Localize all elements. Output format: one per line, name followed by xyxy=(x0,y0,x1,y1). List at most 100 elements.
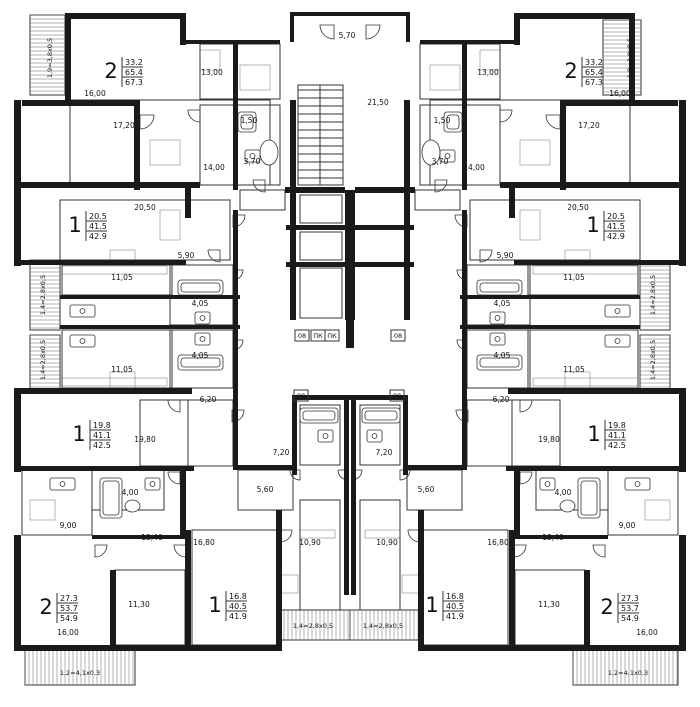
room-area-label: 9,00 xyxy=(60,521,77,530)
sink-drain xyxy=(79,338,86,344)
sink-drain xyxy=(634,481,641,487)
bearing-wall xyxy=(508,388,686,394)
door-swing xyxy=(173,544,187,558)
plumbing-fixtures xyxy=(49,111,651,519)
room-area-label: 16,80 xyxy=(193,538,215,547)
bearing-wall xyxy=(406,12,410,42)
bearing-wall xyxy=(514,13,520,45)
bearing-wall xyxy=(14,188,21,266)
sink-drain xyxy=(494,336,501,342)
room-area-label: 13,40 xyxy=(542,533,564,542)
door-swing xyxy=(545,114,561,130)
bearing-wall xyxy=(14,260,186,265)
bearing-wall xyxy=(235,465,295,470)
bathtub-basin xyxy=(580,480,598,516)
room-area-label: 16,00 xyxy=(84,89,106,98)
room-area-label: 14,00 xyxy=(463,163,485,172)
bearing-wall xyxy=(134,100,140,190)
bearing-wall xyxy=(350,190,355,320)
door-swing xyxy=(94,544,108,558)
room-area-label: 14,00 xyxy=(203,163,225,172)
furniture-piece xyxy=(109,371,136,389)
room-area-label: 11,30 xyxy=(128,600,150,609)
furniture-piece xyxy=(644,499,671,521)
partition xyxy=(139,399,189,467)
shaft-tag-label: 08 xyxy=(394,332,402,340)
bearing-wall xyxy=(560,100,566,190)
balcony-area-label: 1,4=2,8x0,5 xyxy=(39,340,47,380)
partition xyxy=(419,104,501,186)
bearing-wall xyxy=(460,325,640,329)
shaft-tag-label: ПК xyxy=(313,332,323,340)
bearing-wall xyxy=(14,466,194,471)
room-area-label: 5,90 xyxy=(178,251,195,260)
bearing-wall xyxy=(354,262,414,267)
bearing-wall xyxy=(404,190,410,320)
bearing-wall xyxy=(403,395,408,475)
bearing-wall xyxy=(60,295,240,299)
room-area-label: 11,05 xyxy=(563,273,585,282)
room-area-label: 4,05 xyxy=(192,299,209,308)
partition xyxy=(239,189,286,211)
sink-drain xyxy=(59,481,66,487)
furniture-piece xyxy=(29,499,56,521)
bearing-wall xyxy=(506,466,686,471)
balcony-hatching xyxy=(24,14,679,686)
furniture-piece xyxy=(532,377,639,387)
bearing-wall xyxy=(290,12,294,42)
bearing-wall xyxy=(584,570,590,650)
door-swing xyxy=(167,471,181,485)
partition xyxy=(466,399,513,467)
shaft-tag-label: 08 xyxy=(298,332,306,340)
room-area-label: 11,30 xyxy=(538,600,560,609)
door-swing xyxy=(399,469,411,481)
room-area-label: 5,70 xyxy=(339,31,356,40)
room-area-label: 5,90 xyxy=(497,251,514,260)
furniture-piece xyxy=(149,139,181,166)
balcony-area-label: 1,9=3,8x0,5 xyxy=(626,38,634,78)
sink-drain xyxy=(199,315,206,321)
partition xyxy=(299,404,341,466)
bearing-wall xyxy=(418,645,686,651)
balcony-area-label: 1,9=3,8x0,5 xyxy=(46,38,54,78)
room-area-label: 17,20 xyxy=(113,121,135,130)
bathtub-basin xyxy=(180,282,221,293)
partition xyxy=(359,499,401,611)
bearing-wall xyxy=(92,535,186,539)
balcony-b7 xyxy=(24,649,136,686)
bearing-wall xyxy=(418,510,424,648)
room-area-label: 16,00 xyxy=(609,89,631,98)
apartment-room-count: 2 xyxy=(39,595,52,619)
bathtub-basin xyxy=(302,410,336,421)
apartment-room-count: 1 xyxy=(587,422,600,446)
balcony-area-label: 1,2=4,1x0,3 xyxy=(608,669,648,677)
furniture-piece xyxy=(519,209,541,241)
apartment-area-living: 20.5 xyxy=(89,212,107,221)
bearing-wall xyxy=(180,466,186,536)
sink-drain xyxy=(322,433,329,439)
door-swing xyxy=(139,114,155,130)
apartment-area-living: 20.5 xyxy=(607,212,625,221)
bearing-wall xyxy=(351,395,356,595)
bearing-wall xyxy=(14,100,21,190)
partition xyxy=(359,404,401,466)
partition xyxy=(187,399,234,467)
sink-drain xyxy=(614,338,621,344)
room-area-label: 4,05 xyxy=(494,351,511,360)
room-area-label: 16,80 xyxy=(487,538,509,547)
bearing-wall xyxy=(514,260,686,265)
balcony-area-label: 1,4=2,8x0,5 xyxy=(293,622,333,630)
door-swing xyxy=(187,109,201,123)
bathtub-basin xyxy=(446,114,460,130)
room-area-label: 11,05 xyxy=(563,365,585,374)
room-area-label: 11,05 xyxy=(111,273,133,282)
partition xyxy=(299,499,341,611)
apartment-area-with-balcony: 42.5 xyxy=(93,441,111,450)
bearing-wall xyxy=(500,182,686,188)
apartment-area-total: 41.5 xyxy=(607,222,625,231)
